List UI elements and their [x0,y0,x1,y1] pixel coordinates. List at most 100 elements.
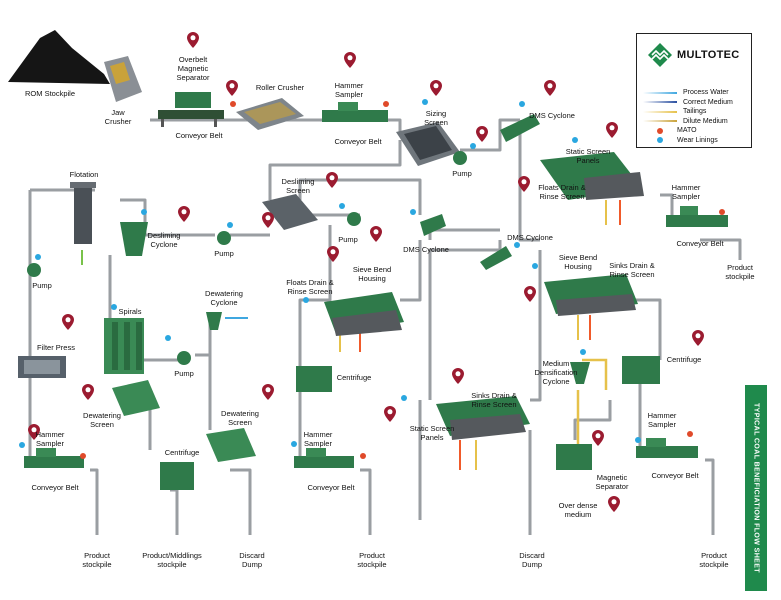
centrifuge-equipment-3 [622,356,660,384]
desliming-screen-equipment [262,194,318,230]
pipe-network [28,118,742,535]
label-pump-2: Pump [214,249,234,258]
label-pump-5: Pump [174,369,194,378]
label-hammer-sampler-3: Hammer [36,430,65,439]
jaw-crusher [104,56,142,102]
wear-lining-markers [19,99,641,448]
label-conveyor-belt-6: Conveyor Belt [651,471,699,480]
label-sieve-bend-1b: Housing [358,274,386,283]
label-dewatering-screen-1b: Screen [90,420,114,429]
label-conveyor-belt-2: Conveyor Belt [334,137,382,146]
location-pin-icon [344,52,356,68]
label-magnetic-separator-2: Separator [596,482,629,491]
spirals-equipment [104,318,144,374]
label-hammer-sampler-4b: Sampler [304,439,332,448]
legend-label: Process Water [683,89,729,97]
label-out-discard-2: Discard [519,551,544,560]
legend-label: MATO [677,127,697,135]
label-static-panels-1b: Panels [577,156,600,165]
label-desliming-cyclone-2: Cyclone [150,240,177,249]
legend-line-swatch [643,120,677,123]
label-hammer-sampler-3b: Sampler [36,439,64,448]
legend-item: Correct Medium [643,98,747,108]
floats-drain-screen-equipment-2 [324,292,404,336]
label-sinks-drain-2: Sinks Drain & [471,391,516,400]
location-pin-icon [692,330,704,346]
label-over-dense-medium-2: medium [565,510,592,519]
legend-dot-icon [657,127,663,134]
pump-equipment-1 [453,151,467,165]
dms-cyclone-equipment-1 [500,114,540,142]
dewatering-screen-equipment-1 [112,380,160,416]
label-product-stockpile-r2: stockpile [725,272,754,281]
flotation-equipment [70,182,96,244]
label-floats-drain-2b: Rinse Screen [287,287,332,296]
label-floats-drain-1: Floats Drain & [538,183,586,192]
brand: MULTOTEC [647,42,740,68]
label-hammer-sampler-2: Hammer [672,183,701,192]
legend-line-swatch [643,110,677,113]
location-pin-icon [82,384,94,400]
location-pin-icon [592,430,604,446]
label-sieve-bend-2b: Housing [564,262,592,271]
location-pin-icon [606,122,618,138]
rom-stockpile [8,30,110,84]
legend-label: Correct Medium [683,98,733,106]
legend-label: Wear Linings [677,136,718,144]
label-dewatering-cyclone: Dewatering [205,289,243,298]
location-pin-icon [524,286,536,302]
label-hammer-sampler-1b: Sampler [335,90,363,99]
label-overbelt: Overbelt [179,55,208,64]
label-sinks-drain-2b: Rinse Screen [471,400,516,409]
label-magnetic-separator: Magnetic [597,473,628,482]
label-dms-cyclone-1: DMS Cyclone [529,111,575,120]
label-dewatering-screen-2: Dewatering [221,409,259,418]
label-desliming-cyclone: Desliming [148,231,181,240]
dms-cyclone-equipment-2 [420,214,446,236]
label-dms-cyclone-2: DMS Cyclone [403,245,449,254]
legend-item: Tailings [643,107,747,117]
label-rom-stockpile: ROM Stockpile [25,89,75,98]
label-out-product-1: Product [84,551,111,560]
label-dewatering-screen-2b: Screen [228,418,252,427]
label-desliming-screen: Desliming [282,177,315,186]
legend-item: Wear Linings [643,136,747,146]
centrifuge-equipment-2 [160,462,194,490]
label-sizing-screen: Sizing [426,109,446,118]
label-centrifuge-1: Centrifuge [337,373,372,382]
label-overbelt-2: Magnetic [178,64,209,73]
label-hammer-sampler-5b: Sampler [648,420,676,429]
location-pin-icon [226,80,238,96]
label-static-panels-1: Static Screen [566,147,611,156]
label-floats-drain-1b: Rinse Screen [539,192,584,201]
dewatering-screen-equipment-2 [206,428,256,462]
label-out-product-2: Product [359,551,386,560]
legend-line-swatch [643,91,677,94]
sizing-screen-equipment [396,122,460,166]
static-screen-panels-equipment-1 [540,152,644,200]
label-dms-cyclone-3: DMS Cyclone [507,233,553,242]
label-out-discard-2b: Dump [522,560,542,569]
legend-item: MATO [643,126,747,136]
legend-dot-icon [657,137,663,144]
label-filter-press: Filter Press [37,343,75,352]
label-pump-4: Pump [32,281,52,290]
hammer-sampler-conveyor-equipment-4 [294,448,354,468]
medium-densification-cyclone-equipment [570,362,590,384]
magnetic-separator-equipment [556,444,592,470]
legend-line-swatch [643,101,677,104]
label-dewatering-cyclone-2: Cyclone [210,298,237,307]
label-conveyor-belt-5: Conveyor Belt [307,483,355,492]
label-conveyor-belt-1: Conveyor Belt [175,131,223,140]
label-product-stockpile-r1: Product [727,263,754,272]
label-overbelt-3: Separator [177,73,210,82]
location-pin-icon [370,226,382,242]
label-sinks-drain-1b: Rinse Screen [609,270,654,279]
location-pin-icon [326,172,338,188]
label-out-discard-1b: Dump [242,560,262,569]
conveyor-belt-equipment-1 [158,110,224,127]
location-pin-icon [476,126,488,142]
dewatering-cyclone-equipment [206,312,222,330]
